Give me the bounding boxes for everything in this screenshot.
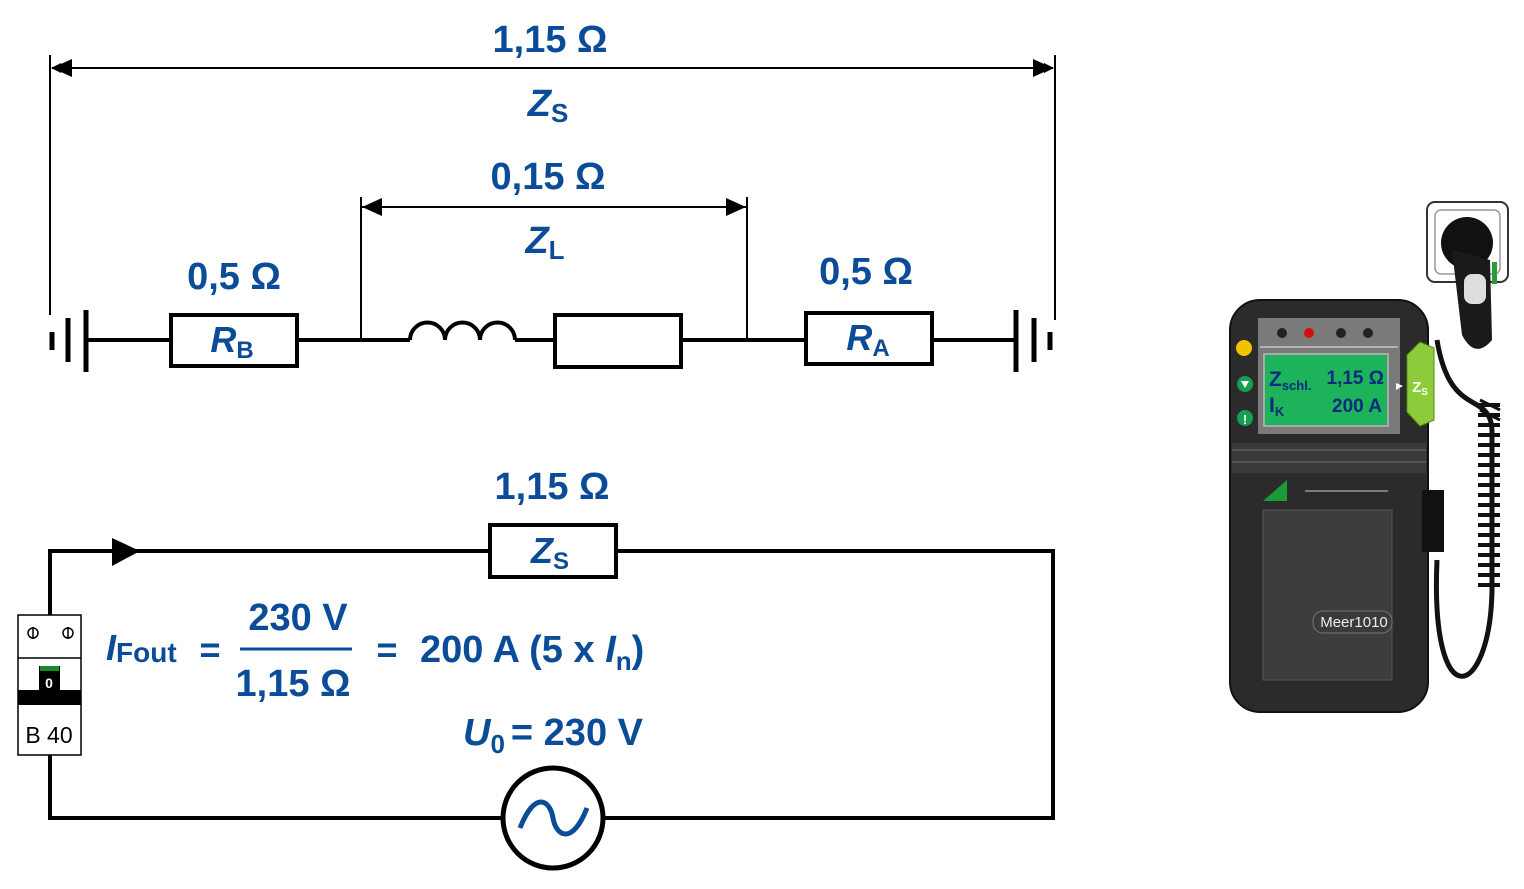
source-voltage: U0= 230 V	[463, 712, 644, 759]
display-row2-label: IK	[1269, 394, 1285, 419]
zs-symbol: ZS	[530, 530, 569, 575]
series-circuit: RB 0,5 Ω RA 0,5 Ω	[49, 251, 1053, 372]
line-resistor	[553, 313, 683, 369]
denominator: 1,15 Ω	[236, 663, 351, 705]
ra-symbol: RA	[846, 317, 889, 362]
ground-left-icon	[49, 310, 89, 372]
rb-value: 0,5 Ω	[187, 256, 281, 298]
total-impedance-value: 1,15 Ω	[493, 19, 608, 61]
equals-sign: =	[199, 629, 220, 670]
ra-resistor	[804, 311, 934, 366]
equals-sign-2: =	[376, 629, 397, 670]
total-impedance-dimension: 1,15 Ω ZS	[49, 19, 1056, 320]
loop-impedance-tester: Zschl. 1,15 Ω IK 200 A ! ZS Meer1010	[1229, 201, 1509, 713]
svg-text:!: !	[1243, 412, 1247, 427]
display-row1-value: 1,15 Ω	[1327, 368, 1385, 389]
fault-loop-circuit: ZS 1,15 Ω U0= 230 V 0 B 40 IFout = 230 V…	[17, 466, 1055, 871]
svg-text:ZS: ZS	[1412, 379, 1428, 398]
display-row1-label: Zschl.	[1269, 368, 1311, 393]
fault-current-formula: IFout = 230 V 1,15 Ω = 200 A (5 x In)	[106, 597, 644, 705]
fault-current-symbol: IFout	[106, 627, 177, 668]
meter-brand: Meer1010	[1320, 614, 1388, 631]
breaker-state: 0	[45, 675, 53, 691]
yellow-button[interactable]	[1236, 340, 1252, 356]
ac-source	[500, 765, 606, 871]
rb-symbol: RB	[210, 319, 253, 364]
zs-label: ZS	[527, 83, 569, 128]
ground-right-icon	[1013, 310, 1053, 372]
zs-mode-button[interactable]: ZS	[1406, 341, 1435, 427]
meter-display	[1263, 353, 1389, 427]
inductor	[408, 320, 517, 341]
line-impedance-dimension: 0,15 Ω ZL	[360, 156, 748, 340]
fault-current-result: 200 A (5 x In)	[420, 629, 644, 676]
circuit-breaker: 0 B 40	[17, 614, 82, 756]
zl-label: ZL	[524, 220, 564, 265]
zs-impedance	[488, 523, 618, 579]
line-impedance-value: 0,15 Ω	[491, 156, 606, 198]
numerator: 230 V	[248, 597, 348, 639]
alert-button[interactable]	[1237, 410, 1253, 426]
breaker-rating: B 40	[25, 722, 72, 748]
ra-value: 0,5 Ω	[819, 251, 913, 293]
loop-impedance-value: 1,15 Ω	[495, 466, 610, 508]
sine-wave-icon	[517, 799, 590, 837]
display-row2-value: 200 A	[1332, 396, 1382, 417]
current-direction-arrow	[112, 538, 140, 566]
